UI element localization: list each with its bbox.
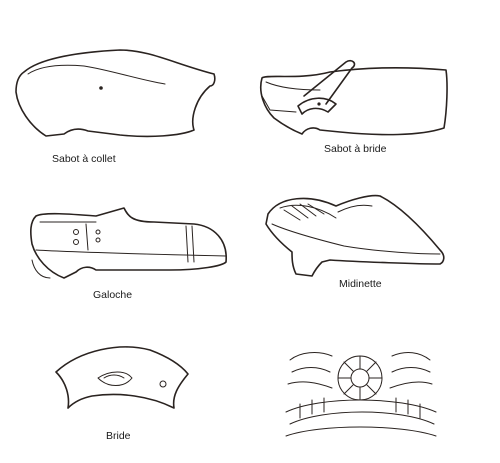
sabot-a-collet-drawing bbox=[16, 50, 215, 136]
label-midinette: Midinette bbox=[339, 278, 382, 290]
label-sabot-a-collet: Sabot à collet bbox=[52, 153, 116, 165]
sabot-a-bride-drawing bbox=[261, 61, 447, 135]
ornament-drawing bbox=[286, 353, 436, 436]
label-sabot-a-bride: Sabot à bride bbox=[324, 143, 386, 155]
bride-drawing bbox=[56, 347, 188, 408]
galoche-drawing bbox=[31, 208, 226, 278]
label-bride: Bride bbox=[106, 430, 131, 442]
midinette-drawing bbox=[266, 196, 444, 276]
label-galoche: Galoche bbox=[93, 289, 132, 301]
